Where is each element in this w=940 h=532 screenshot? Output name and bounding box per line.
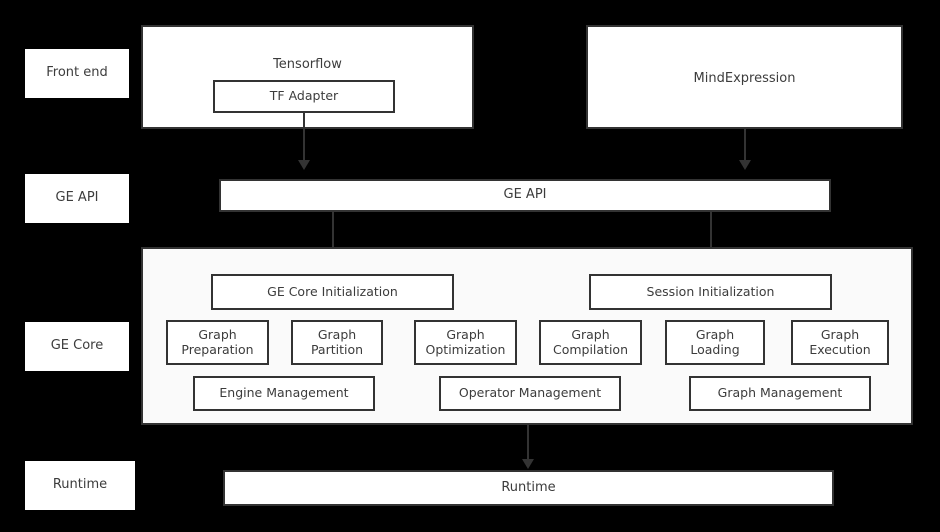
box-tf-adapter-label: TF Adapter [269,88,339,104]
box-graph-loading-label: Graph Loading [690,327,740,357]
rail-label-runtime-text: Runtime [52,477,108,493]
arrow-ge-core-to-runtime-line [527,425,529,463]
arrow-mindexpression-to-ge-api-head [739,160,751,170]
box-graph-partition-label: Graph Partition [310,327,364,357]
box-graph-compilation[interactable]: Graph Compilation [539,320,642,365]
bar-ge-api[interactable]: GE API [219,179,831,212]
box-graph-preparation[interactable]: Graph Preparation [166,320,269,365]
bar-runtime[interactable]: Runtime [223,470,834,506]
box-ge-core-initialization[interactable]: GE Core Initialization [211,274,454,310]
arrow-mindexpression-to-ge-api-line [744,129,746,165]
box-session-initialization[interactable]: Session Initialization [589,274,832,310]
arrow-ge-api-to-session-init-line [710,212,712,260]
panel-tensorflow-caption: Tensorflow [273,57,342,72]
box-graph-loading[interactable]: Graph Loading [665,320,765,365]
rail-label-ge-api-text: GE API [55,190,99,206]
box-graph-partition[interactable]: Graph Partition [291,320,383,365]
box-graph-optimization-label: Graph Optimization [425,327,506,357]
box-graph-management[interactable]: Graph Management [689,376,871,411]
arrow-tf-adapter-to-ge-api-head [298,160,310,170]
box-graph-preparation-label: Graph Preparation [181,327,254,357]
box-graph-compilation-label: Graph Compilation [552,327,629,357]
box-engine-management-label: Engine Management [219,385,349,401]
arrow-ge-api-to-core-init-line [332,212,334,260]
arrow-ge-core-to-runtime-head [522,459,534,469]
box-operator-management-label: Operator Management [458,385,602,401]
bar-runtime-label: Runtime [501,479,556,495]
rail-label-ge-core-text: GE Core [50,338,104,354]
box-operator-management[interactable]: Operator Management [439,376,621,411]
box-engine-management[interactable]: Engine Management [193,376,375,411]
bar-ge-api-label: GE API [503,187,547,203]
box-graph-execution-label: Graph Execution [809,327,871,357]
box-tf-adapter[interactable]: TF Adapter [213,80,395,113]
panel-tensorflow: Tensorflow [141,25,474,129]
rail-label-front-end-text: Front end [46,65,108,81]
box-graph-execution[interactable]: Graph Execution [791,320,889,365]
arrow-tf-adapter-to-ge-api-line [303,113,305,165]
panel-mindexpression-caption: MindExpression [693,71,796,86]
box-graph-optimization[interactable]: Graph Optimization [414,320,517,365]
rail-label-ge-api: GE API [25,174,129,223]
box-session-initialization-label: Session Initialization [646,283,775,299]
rail-label-runtime: Runtime [25,461,135,510]
box-graph-management-label: Graph Management [717,385,843,401]
panel-mindexpression: MindExpression [586,25,903,129]
box-ge-core-initialization-label: GE Core Initialization [267,283,398,299]
rail-label-front-end: Front end [25,49,129,98]
rail-label-ge-core: GE Core [25,322,129,371]
